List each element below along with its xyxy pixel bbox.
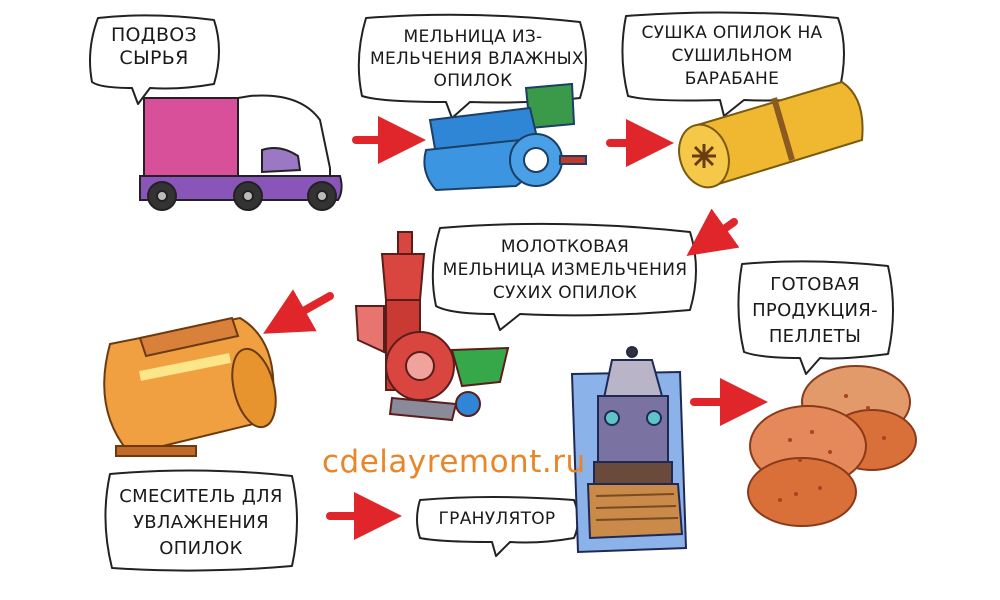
hammer-mill-cyclone-top <box>397 231 413 255</box>
bubble-granulator-outline <box>416 496 579 557</box>
arrow-dryer-to-hammer-mill <box>686 208 740 256</box>
mixer-highlight <box>139 353 231 381</box>
label-delivery: ПОДВОЗ СЫРЬЯ <box>98 24 210 70</box>
bubble-hammer-mill-outline <box>431 222 697 331</box>
label-hammer-mill-line-1: МОЛОТКОВАЯ <box>500 237 630 257</box>
label-mixer: СМЕСИТЕЛЬ ДЛЯ УВЛАЖНЕНИЯ ОПИЛОК <box>112 484 290 562</box>
label-mixer-line-2: УВЛАЖНЕНИЯ <box>133 512 269 533</box>
granulator-gauge-left <box>604 410 620 426</box>
label-hammer-mill-line-2: МЕЛЬНИЦА ИЗМЕЛЬЧЕНИЯ <box>442 260 688 280</box>
hammer-mill-illustration <box>354 231 510 422</box>
label-delivery-line-1: ПОДВОЗ <box>110 24 198 46</box>
truck-seat <box>261 147 302 174</box>
wet-mill-shaft <box>559 155 587 165</box>
label-wet-mill-line-3: ОПИЛОК <box>433 71 513 91</box>
pellet-bottom <box>747 457 857 527</box>
granulator-hopper <box>602 359 664 400</box>
granulator-column <box>597 395 669 463</box>
granulator-gauge-right <box>646 410 662 426</box>
wet-mill-illustration <box>423 82 587 192</box>
label-mixer-line-3: ОПИЛОК <box>159 538 243 559</box>
label-hammer-mill-line-3: СУХИХ ОПИЛОК <box>492 283 638 303</box>
bubble-pellets-outline <box>737 260 894 375</box>
label-mixer-line-1: СМЕСИТЕЛЬ ДЛЯ <box>119 486 283 507</box>
label-dryer-line-1: СУШКА ОПИЛОК НА <box>641 23 823 43</box>
arrow-hammer-mill-to-mixer <box>263 289 334 334</box>
granulator-illustration <box>570 346 688 554</box>
label-pellets-line-1: ГОТОВАЯ <box>770 274 860 295</box>
dryer-fan <box>692 144 716 168</box>
hammer-mill-base <box>388 396 458 422</box>
granulator-gearbox <box>593 461 673 485</box>
label-granulator-line-1: ГРАНУЛЯТОР <box>438 509 556 529</box>
mixer-drum-end <box>231 347 277 429</box>
label-pellets: ГОТОВАЯ ПРОДУКЦИЯ- ПЕЛЛЕТЫ <box>744 272 886 350</box>
mixer-lid <box>138 316 240 358</box>
label-wet-mill-line-2: МЕЛЬЧЕНИЯ ВЛАЖНЫХ <box>370 49 584 69</box>
hammer-mill-hopper <box>450 346 510 388</box>
label-hammer-mill: МОЛОТКОВАЯ МЕЛЬНИЦА ИЗМЕЛЬЧЕНИЯ СУХИХ ОП… <box>442 236 688 305</box>
hammer-mill-fan <box>455 391 481 417</box>
bubble-mixer-outline <box>104 469 298 572</box>
label-dryer-line-3: БАРАБАНЕ <box>684 69 780 89</box>
bubble-delivery-outline <box>89 14 220 105</box>
label-wet-mill-line-1: МЕЛЬНИЦА ИЗ- <box>403 27 543 47</box>
label-dryer-line-2: СУШИЛЬНОМ <box>671 46 793 66</box>
label-pellets-line-3: ПЕЛЛЕТЫ <box>768 326 862 347</box>
truck-cargo-box <box>143 97 239 181</box>
truck-illustration <box>139 94 343 211</box>
label-pellets-line-2: ПРОДУКЦИЯ- <box>752 300 878 321</box>
truck-cab <box>237 94 331 187</box>
dryer-drum <box>692 80 864 188</box>
label-granulator: ГРАНУЛЯТОР <box>420 508 574 531</box>
label-wet-mill: МЕЛЬНИЦА ИЗ- МЕЛЬЧЕНИЯ ВЛАЖНЫХ ОПИЛОК <box>370 26 584 92</box>
mixer-stand <box>115 445 197 457</box>
site-watermark: cdelayremont.ru <box>322 444 586 480</box>
label-dryer: СУШКА ОПИЛОК НА СУШИЛЬНОМ БАРАБАНЕ <box>630 22 834 91</box>
label-delivery-line-2: СЫРЬЯ <box>119 47 189 69</box>
mixer-illustration <box>103 316 277 457</box>
hammer-mill-chute <box>354 305 385 354</box>
dryer-illustration <box>678 80 864 189</box>
granulator-die <box>586 483 684 540</box>
dryer-band <box>771 97 795 161</box>
pellets-illustration <box>747 365 917 527</box>
